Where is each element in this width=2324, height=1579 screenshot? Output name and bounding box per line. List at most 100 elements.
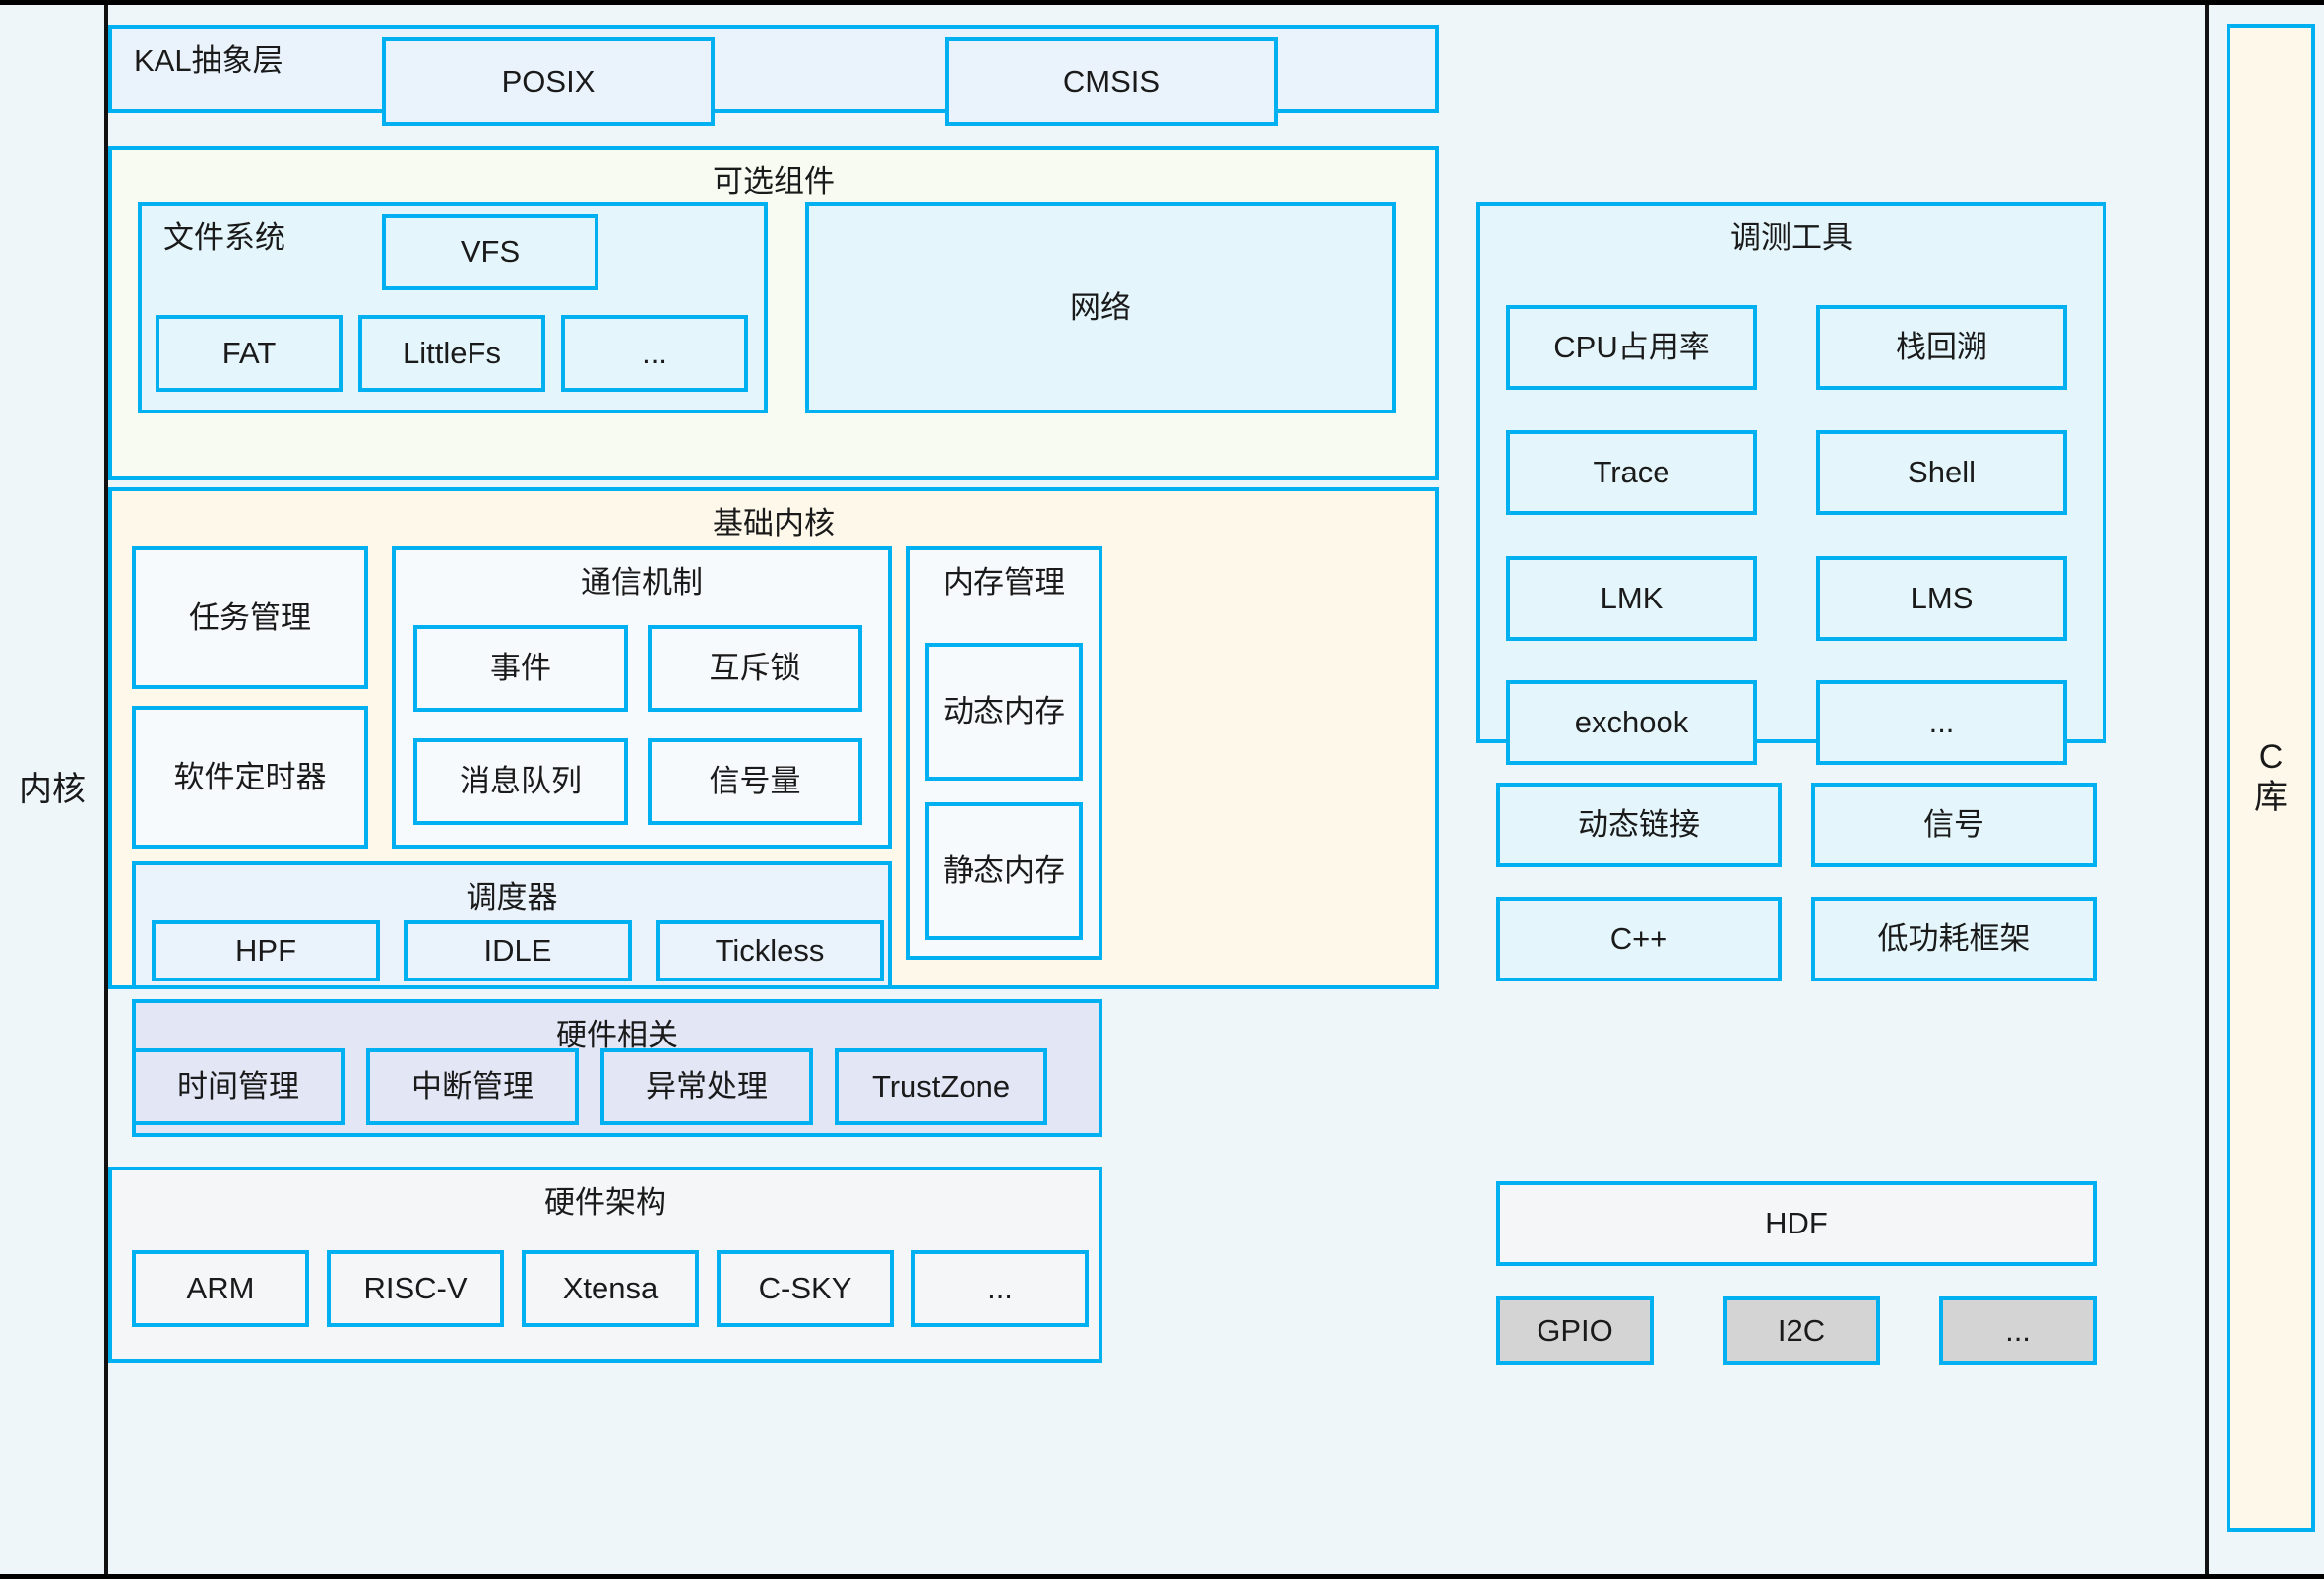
hardware-arch-item-more[interactable]: ... xyxy=(911,1250,1089,1327)
kernel-side-label-text: 内核 xyxy=(19,770,86,808)
hardware-arch-item-csky[interactable]: C-SKY xyxy=(717,1250,894,1327)
extra-item-low-power-framework-label: 低功耗框架 xyxy=(1877,921,2031,957)
hardware-related-item-interrupt-management-label: 中断管理 xyxy=(411,1069,534,1105)
memory-item-static-label: 静态内存 xyxy=(943,853,1065,889)
memory-item-dynamic-label: 动态内存 xyxy=(943,694,1065,729)
debug-tool-more[interactable]: ... xyxy=(1816,680,2067,765)
ipc-item-semaphore-label: 信号量 xyxy=(709,764,801,799)
debug-tool-stack-backtrace[interactable]: 栈回溯 xyxy=(1816,305,2067,390)
memory-item-static[interactable]: 静态内存 xyxy=(925,802,1083,940)
ipc-item-message-queue-label: 消息队列 xyxy=(460,764,582,799)
debug-tool-lmk[interactable]: LMK xyxy=(1506,556,1757,641)
hdf-item-more-label: ... xyxy=(2005,1313,2031,1349)
hdf-item-gpio[interactable]: GPIO xyxy=(1496,1296,1654,1365)
debug-tool-more-label: ... xyxy=(1928,705,1955,740)
hdf-item-i2c-label: I2C xyxy=(1777,1313,1826,1349)
hardware-related-item-time-management-label: 时间管理 xyxy=(177,1069,299,1105)
debug-tool-shell[interactable]: Shell xyxy=(1816,430,2067,515)
network-title: 网络 xyxy=(1070,289,1131,325)
debug-tool-stack-backtrace-label: 栈回溯 xyxy=(1896,330,1987,365)
file-system-item-more[interactable]: ... xyxy=(561,315,748,392)
file-system-item-fat-label: FAT xyxy=(221,336,277,371)
debug-tool-lms[interactable]: LMS xyxy=(1816,556,2067,641)
hardware-arch-item-xtensa-label: Xtensa xyxy=(562,1271,659,1306)
scheduler-item-idle[interactable]: IDLE xyxy=(404,920,632,981)
kal-item-cmsis-label: CMSIS xyxy=(1062,64,1161,99)
hdf-item-i2c[interactable]: I2C xyxy=(1723,1296,1880,1365)
software-timer-box[interactable]: 软件定时器 xyxy=(132,706,368,849)
c-library-box[interactable]: C 库 xyxy=(2227,24,2315,1532)
debug-tool-lms-label: LMS xyxy=(1910,581,1974,616)
debug-tool-trace-label: Trace xyxy=(1593,455,1670,490)
extra-item-cpp-label: C++ xyxy=(1609,921,1668,957)
ipc-item-semaphore[interactable]: 信号量 xyxy=(648,738,862,825)
hardware-related-title: 硬件相关 xyxy=(556,1018,678,1052)
scheduler-item-tickless[interactable]: Tickless xyxy=(656,920,884,981)
kernel-container: KAL抽象层 POSIX CMSIS 可选组件 文件系统 VFS FAT Lit… xyxy=(108,5,2205,1574)
memory-management-title: 内存管理 xyxy=(943,565,1065,600)
hardware-arch-title: 硬件架构 xyxy=(544,1185,666,1220)
debug-tool-lmk-label: LMK xyxy=(1600,581,1664,616)
debug-tool-exchook[interactable]: exchook xyxy=(1506,680,1757,765)
software-timer-label: 软件定时器 xyxy=(173,759,327,794)
hardware-related-item-interrupt-management[interactable]: 中断管理 xyxy=(366,1048,579,1125)
extra-item-dynamic-link-label: 动态链接 xyxy=(1578,807,1700,843)
kal-item-posix[interactable]: POSIX xyxy=(382,37,715,126)
hardware-related-item-time-management[interactable]: 时间管理 xyxy=(132,1048,345,1125)
network-box[interactable]: 网络 xyxy=(805,202,1396,413)
hardware-arch-item-riscv-label: RISC-V xyxy=(363,1271,468,1306)
hardware-arch-item-arm-label: ARM xyxy=(186,1271,255,1306)
memory-item-dynamic[interactable]: 动态内存 xyxy=(925,643,1083,781)
kernel-frame-right-edge xyxy=(2205,5,2209,1574)
hardware-arch-item-csky-label: C-SKY xyxy=(758,1271,852,1306)
hardware-arch-item-more-label: ... xyxy=(987,1271,1013,1306)
scheduler-item-hpf-label: HPF xyxy=(235,933,296,969)
file-system-title: 文件系统 xyxy=(163,221,285,255)
base-kernel-title: 基础内核 xyxy=(713,506,835,540)
hdf-box[interactable]: HDF xyxy=(1496,1181,2097,1266)
optional-components-title: 可选组件 xyxy=(713,164,835,199)
file-system-item-fat[interactable]: FAT xyxy=(156,315,343,392)
hardware-arch-item-riscv[interactable]: RISC-V xyxy=(327,1250,504,1327)
ipc-item-message-queue[interactable]: 消息队列 xyxy=(413,738,628,825)
extra-item-low-power-framework[interactable]: 低功耗框架 xyxy=(1811,897,2097,981)
ipc-item-event-label: 事件 xyxy=(490,651,551,686)
file-system-vfs-label: VFS xyxy=(460,234,521,270)
kal-layer-title: KAL抽象层 xyxy=(134,43,283,78)
ipc-item-event[interactable]: 事件 xyxy=(413,625,628,712)
scheduler-title: 调度器 xyxy=(466,880,558,915)
hardware-related-item-exception-handling-label: 异常处理 xyxy=(646,1069,768,1105)
ipc-title: 通信机制 xyxy=(581,565,703,600)
extra-item-dynamic-link[interactable]: 动态链接 xyxy=(1496,783,1782,867)
file-system-item-littlefs[interactable]: LittleFs xyxy=(358,315,545,392)
task-management-box[interactable]: 任务管理 xyxy=(132,546,368,689)
file-system-item-littlefs-label: LittleFs xyxy=(403,336,501,371)
kernel-side-label: 内核 xyxy=(0,5,108,1574)
debug-tools-title: 调测工具 xyxy=(1730,221,1853,255)
ipc-item-mutex-label: 互斥锁 xyxy=(709,651,801,686)
debug-tool-trace[interactable]: Trace xyxy=(1506,430,1757,515)
extra-item-cpp[interactable]: C++ xyxy=(1496,897,1782,981)
scheduler-item-tickless-label: Tickless xyxy=(715,933,825,969)
kal-item-cmsis[interactable]: CMSIS xyxy=(945,37,1278,126)
extra-item-signal-label: 信号 xyxy=(1923,807,1984,843)
task-management-label: 任务管理 xyxy=(189,600,311,635)
hardware-arch-item-xtensa[interactable]: Xtensa xyxy=(522,1250,699,1327)
debug-tool-cpu-usage-label: CPU占用率 xyxy=(1553,330,1710,365)
extra-item-signal[interactable]: 信号 xyxy=(1811,783,2097,867)
hardware-related-item-exception-handling[interactable]: 异常处理 xyxy=(600,1048,813,1125)
debug-tool-cpu-usage[interactable]: CPU占用率 xyxy=(1506,305,1757,390)
debug-tool-shell-label: Shell xyxy=(1908,455,1976,490)
hdf-item-more[interactable]: ... xyxy=(1939,1296,2097,1365)
c-library-label: C 库 xyxy=(2254,738,2288,816)
hdf-title: HDF xyxy=(1765,1206,1828,1241)
file-system-vfs[interactable]: VFS xyxy=(382,214,598,290)
ipc-item-mutex[interactable]: 互斥锁 xyxy=(648,625,862,712)
hardware-related-item-trustzone[interactable]: TrustZone xyxy=(835,1048,1047,1125)
hardware-arch-item-arm[interactable]: ARM xyxy=(132,1250,309,1327)
hardware-related-item-trustzone-label: TrustZone xyxy=(871,1069,1011,1105)
kal-item-posix-label: POSIX xyxy=(501,64,596,99)
scheduler-item-hpf[interactable]: HPF xyxy=(152,920,380,981)
debug-tool-exchook-label: exchook xyxy=(1574,705,1689,740)
